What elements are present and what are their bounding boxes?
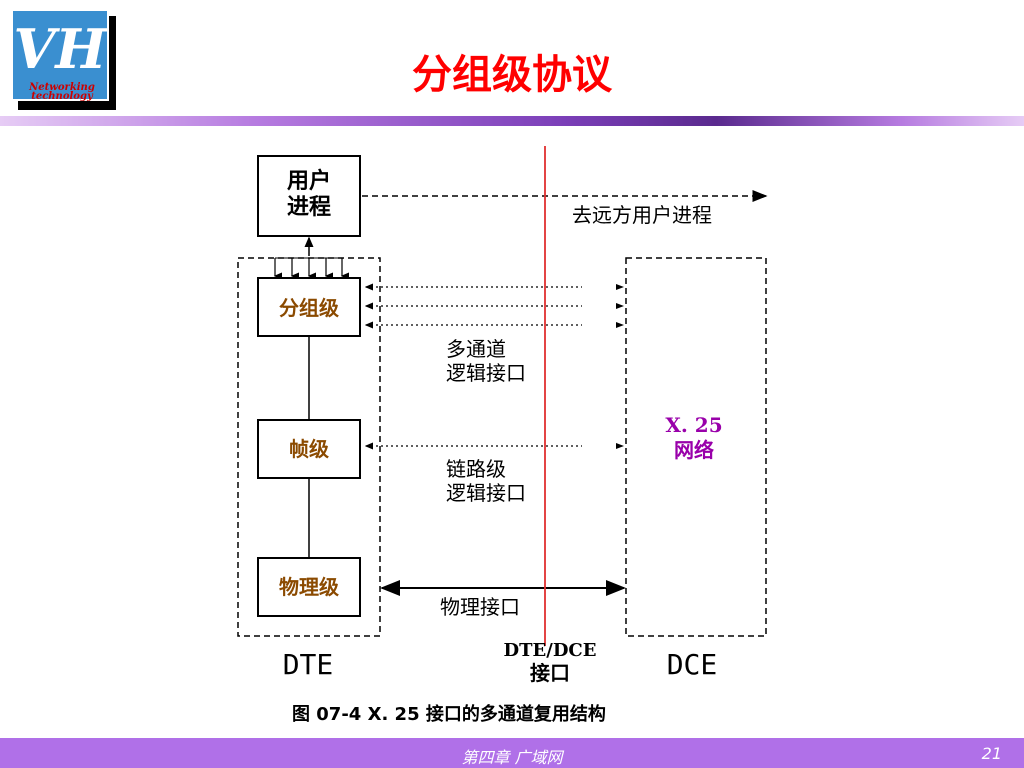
x25-diagram: 用户 进程 去远方用户进程 分组级 帧级 物理级 多通道 逻辑接口 链路级 逻辑… — [237, 146, 768, 725]
logo-text-line2: technology — [31, 91, 94, 102]
logical-channel-lines — [364, 283, 582, 450]
page-number: 21 — [981, 744, 1002, 763]
multichannel-label-line1: 多通道 — [446, 337, 506, 361]
user-process-box — [257, 155, 361, 237]
physical-interface-label: 物理接口 — [440, 595, 520, 619]
logo-text-line1: Networking — [28, 82, 95, 93]
dte-dce-interface-label-line2: 接口 — [530, 661, 570, 685]
user-process-label-line1: 用户 — [287, 168, 331, 194]
packet-level-box — [257, 277, 361, 337]
dce-boundary — [625, 257, 767, 637]
footer-bar — [0, 738, 1024, 768]
dte-dce-interface-label-line1: DTE/DCE — [504, 640, 597, 661]
user-process-label-line2: 进程 — [287, 195, 331, 220]
figure-caption: 图 07-4 X. 25 接口的多通道复用结构 — [292, 703, 606, 725]
physical-level-label: 物理级 — [279, 575, 339, 599]
footer-chapter: 第四章 广域网 — [461, 748, 563, 767]
physical-level-box — [257, 557, 361, 617]
logo-box — [12, 10, 109, 101]
title-divider-bar — [0, 116, 1024, 126]
dce-arrow-1 — [616, 284, 624, 290]
frame-level-box — [257, 419, 361, 479]
dce-label: DCE — [667, 648, 718, 681]
packet-level-label: 分组级 — [279, 296, 339, 320]
dce-arrow-4 — [616, 443, 624, 449]
remote-process-label: 去远方用户进程 — [572, 203, 712, 227]
slide-title: 分组级协议 — [412, 52, 612, 98]
dce-arrow-2 — [616, 303, 624, 309]
dte-label: DTE — [283, 648, 334, 681]
multichannel-label-line2: 逻辑接口 — [446, 361, 526, 385]
network-label-line1: X. 25 — [665, 413, 722, 437]
dce-edge-arrows — [616, 284, 624, 449]
frame-level-label: 帧级 — [289, 437, 329, 461]
link-interface-label-line1: 链路级 — [446, 457, 506, 481]
dce-arrow-3 — [616, 322, 624, 328]
link-interface-label-line2: 逻辑接口 — [446, 481, 526, 505]
logo-letters: VH — [14, 17, 109, 81]
network-label-line2: 网络 — [674, 438, 714, 462]
logo: VH Networking technology — [12, 10, 116, 110]
